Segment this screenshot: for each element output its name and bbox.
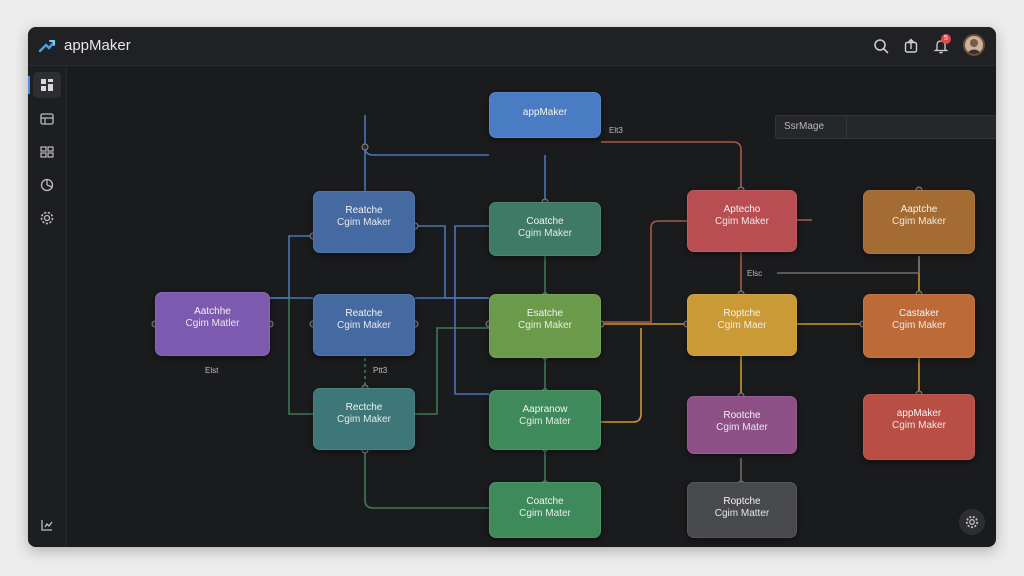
node-subtitle: Cgim Maker — [518, 320, 572, 331]
node-subtitle: Cgim Mater — [519, 508, 571, 519]
node-title: Aapranow — [522, 404, 568, 415]
dashboard-icon — [41, 79, 53, 91]
node-subtitle: Cgim Mater — [716, 422, 768, 433]
flow-node-c2c[interactable]: Aapranow Cgim Mater — [489, 390, 601, 450]
flow-node-c3c[interactable]: Rootche Cgim Mater — [687, 396, 797, 454]
flow-node-c1c[interactable]: Rectche Cgim Maker — [313, 388, 415, 450]
edge-top-to-c3a — [601, 141, 742, 190]
node-title: Aptecho — [723, 204, 761, 215]
flow-node-l1[interactable]: Aatchhe Cgim Matler — [155, 292, 270, 356]
node-title: appMaker — [896, 408, 942, 419]
sidebar-item-analytics[interactable] — [33, 172, 61, 198]
edge-c1a-to-c2b — [415, 225, 489, 299]
flow-node-c1b[interactable]: Reatche Cgim Maker — [313, 294, 415, 356]
edge-c2b-to-c3a — [601, 220, 687, 323]
node-title: Reatche — [345, 205, 383, 216]
top-bar: appMaker 5 — [28, 27, 996, 66]
share-icon[interactable] — [903, 38, 919, 54]
app-logo-icon — [38, 40, 56, 53]
node-title: Roptche — [723, 308, 761, 319]
node-subtitle: Cgim Maker — [892, 420, 946, 431]
edge-c2c-to-c3b — [601, 328, 642, 423]
edge-l1-to-c1c — [288, 298, 313, 415]
node-title: Rootche — [723, 410, 761, 421]
gear-icon — [965, 515, 979, 529]
node-subtitle: Cgim Maker — [892, 216, 946, 227]
node-title: Reatche — [345, 308, 383, 319]
user-avatar[interactable] — [963, 34, 985, 56]
node-subtitle: Cgim Mater — [519, 416, 571, 427]
view-select[interactable]: SsrMage — [775, 115, 996, 139]
flow-node-c3a[interactable]: Aptecho Cgim Maker — [687, 190, 797, 252]
app-title: appMaker — [64, 37, 131, 54]
node-title: Coatche — [526, 216, 564, 227]
node-title: Rectche — [345, 402, 383, 413]
flow-node-c4b[interactable]: Castaker Cgim Maker — [863, 294, 975, 358]
sidebar-item-grid[interactable] — [33, 139, 61, 165]
node-subtitle: Cgim Maker — [518, 228, 572, 239]
node-title: appMaker — [522, 107, 568, 118]
node-subtitle: Cgim Matler — [185, 318, 240, 329]
flow-node-c1a[interactable]: Reatche Cgim Maker — [313, 191, 415, 253]
edge-l1-to-c1a — [270, 235, 313, 299]
settings-icon — [40, 211, 54, 225]
node-title: Castaker — [898, 308, 939, 319]
view-select-value: SsrMage — [784, 121, 825, 132]
pie-chart-icon — [40, 178, 54, 192]
edge-c2a-loop — [454, 225, 489, 395]
edge-c1c-to-c2d — [364, 446, 489, 509]
edge-top-to-c1a — [364, 115, 489, 156]
flow-canvas[interactable]: SsrMage — [67, 66, 996, 547]
avatar-icon — [966, 39, 982, 54]
sidebar-item-flows[interactable] — [33, 512, 61, 538]
flow-node-c4a[interactable]: Aaptche Cgim Maker — [863, 190, 975, 254]
edge-label-elsc: Elsc — [747, 269, 763, 278]
sidebar-item-dashboard[interactable] — [28, 72, 61, 98]
layout-icon — [40, 113, 54, 125]
flow-node-c4c[interactable]: appMaker Cgim Maker — [863, 394, 975, 460]
node-subtitle: Cgim Matter — [714, 508, 770, 519]
edge-label-elt3: Elt3 — [609, 126, 623, 135]
node-subtitle: Cgim Maker — [715, 216, 769, 227]
flow-icon — [41, 520, 53, 531]
edge-label-ptt3: Ptt3 — [373, 366, 388, 375]
node-title: Aaptche — [900, 204, 938, 215]
node-title: Roptche — [723, 496, 761, 507]
flow-node-c2d[interactable]: Coatche Cgim Mater — [489, 482, 601, 538]
node-title: Esatche — [526, 308, 564, 319]
node-subtitle: Cgim Maker — [337, 414, 391, 425]
node-subtitle: Cgim Maker — [337, 217, 391, 228]
node-subtitle: Cgim Maer — [717, 320, 767, 331]
notification-badge: 5 — [941, 34, 951, 44]
sidebar-item-layout[interactable] — [33, 106, 61, 132]
edge-label-elst: Elst — [205, 366, 219, 375]
node-subtitle: Cgim Maker — [892, 320, 946, 331]
node-title: Aatchhe — [194, 306, 231, 317]
flow-node-c2a[interactable]: Coatche Cgim Maker — [489, 202, 601, 256]
node-subtitle: Cgim Maker — [337, 320, 391, 331]
flow-node-c3d[interactable]: Roptche Cgim Matter — [687, 482, 797, 538]
flow-node-c2b[interactable]: Esatche Cgim Maker — [489, 294, 601, 358]
canvas-settings-button[interactable] — [959, 509, 985, 535]
flow-node-top[interactable]: appMaker — [489, 92, 601, 138]
flow-node-c3b[interactable]: Roptche Cgim Maer — [687, 294, 797, 356]
grid-icon — [40, 146, 54, 158]
dropdown-divider — [846, 116, 847, 138]
search-icon[interactable] — [873, 38, 889, 54]
sidebar — [28, 66, 67, 547]
edge-c1c-to-c2b — [415, 327, 489, 415]
sidebar-item-settings[interactable] — [33, 205, 61, 231]
edge-c3-to-c4a — [777, 256, 920, 274]
app-window: appMaker 5 — [28, 27, 996, 547]
port[interactable] — [361, 143, 369, 151]
node-title: Coatche — [526, 496, 564, 507]
